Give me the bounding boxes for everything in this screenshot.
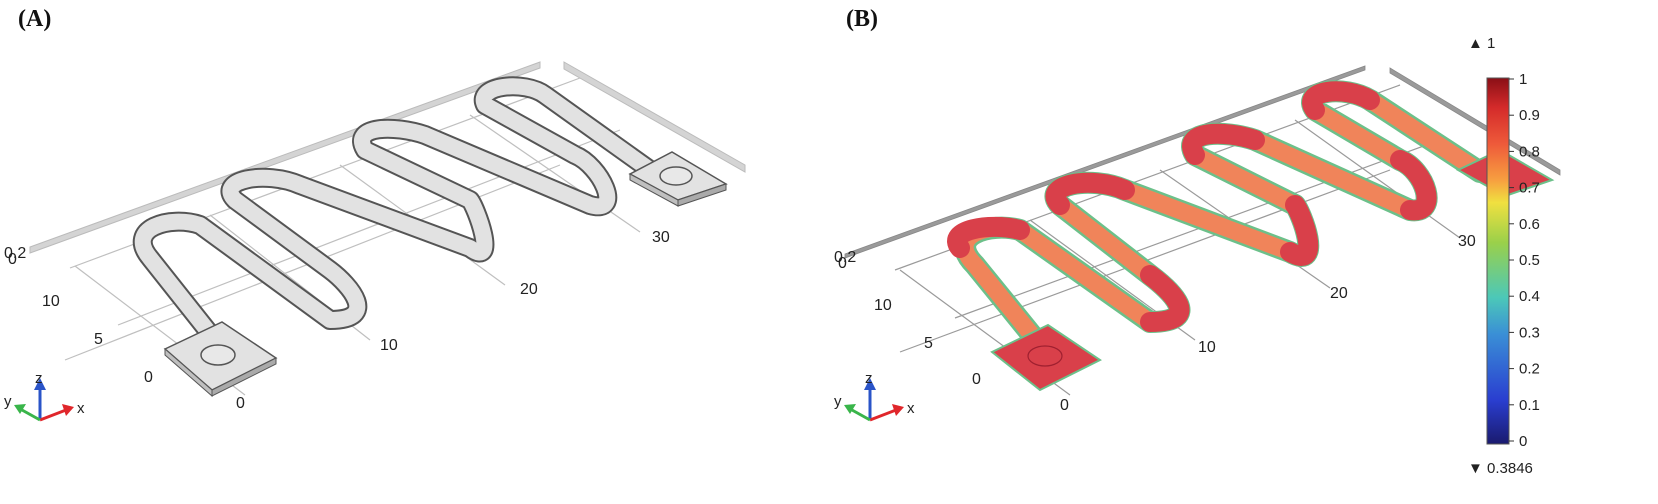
triad-z-label-b: z bbox=[865, 370, 873, 387]
contact-pad-right bbox=[628, 151, 728, 207]
axis-triad-b: z x y bbox=[834, 370, 915, 422]
triad-x-label-b: x bbox=[907, 400, 915, 417]
x-tick-b-20: 20 bbox=[1330, 285, 1348, 302]
colorbar-tick-label: 0.2 bbox=[1519, 361, 1540, 378]
triad-y-label-b: y bbox=[834, 393, 842, 410]
triad-x-label-a: x bbox=[77, 400, 85, 417]
x-tick-a-10: 10 bbox=[380, 337, 398, 354]
colorbar-tick-label: 0.8 bbox=[1519, 143, 1540, 160]
colorbar-tick-label: 0.1 bbox=[1519, 397, 1540, 414]
y-tick-a-5: 5 bbox=[94, 331, 103, 348]
serpentine-heater bbox=[132, 76, 660, 350]
x-tick-a-30: 30 bbox=[652, 229, 670, 246]
colorbar-tick-label: 0.7 bbox=[1519, 180, 1540, 197]
colorbar: ▲ 1 ▼ 0.3846 1 0.9 0.8 0.7 0.6 0.5 0.4 0.3 0.2 0.… bbox=[1468, 35, 1540, 477]
z-tick-a-1: 0.2 bbox=[4, 245, 26, 262]
colorbar-tick-label: 0.4 bbox=[1519, 288, 1540, 305]
back-wall-planes-b bbox=[844, 65, 1561, 259]
contact-pad-left-b bbox=[990, 323, 1102, 392]
axis-triad-a: z x y bbox=[4, 370, 85, 422]
triad-y-label-a: y bbox=[4, 393, 12, 410]
serpentine-result bbox=[947, 80, 1491, 356]
colorbar-max-marker: ▲ 1 bbox=[1468, 35, 1495, 52]
y-tick-b-10: 10 bbox=[874, 297, 892, 314]
x-tick-b-0: 0 bbox=[1060, 397, 1069, 414]
panel-a-geometry: 0.2 0 0 10 20 30 0 5 10 bbox=[4, 61, 746, 422]
triad-z-label-a: z bbox=[35, 370, 43, 387]
y-tick-b-5: 5 bbox=[924, 335, 933, 352]
colorbar-tick-label: 0.5 bbox=[1519, 252, 1540, 269]
x-tick-a-20: 20 bbox=[520, 281, 538, 298]
panel-b-result: 0.2 0 0 10 20 30 bbox=[834, 35, 1561, 477]
colorbar-tick-label: 1 bbox=[1519, 71, 1527, 88]
contact-pad-left bbox=[163, 321, 278, 398]
panel-label-a: (A) bbox=[18, 6, 52, 32]
y-tick-a-10: 10 bbox=[42, 293, 60, 310]
colorbar-min-marker: ▼ 0.3846 bbox=[1468, 460, 1533, 477]
colorbar-tick-label: 0.9 bbox=[1519, 107, 1540, 124]
y-tick-b-0: 0 bbox=[972, 371, 981, 388]
colorbar-tick-label: 0 bbox=[1519, 433, 1527, 450]
z-tick-a-2: 0 bbox=[8, 251, 17, 268]
z-tick-b-2: 0 bbox=[838, 255, 847, 272]
z-tick-b-1: 0.2 bbox=[834, 249, 856, 266]
colorbar-tick-label: 0.6 bbox=[1519, 216, 1540, 233]
x-tick-b-10: 10 bbox=[1198, 339, 1216, 356]
x-tick-a-0: 0 bbox=[236, 395, 245, 412]
panel-label-b: (B) bbox=[846, 6, 878, 32]
x-tick-b-30: 30 bbox=[1458, 233, 1476, 250]
y-tick-a-0: 0 bbox=[144, 369, 153, 386]
colorbar-tick-label: 0.3 bbox=[1519, 324, 1540, 341]
